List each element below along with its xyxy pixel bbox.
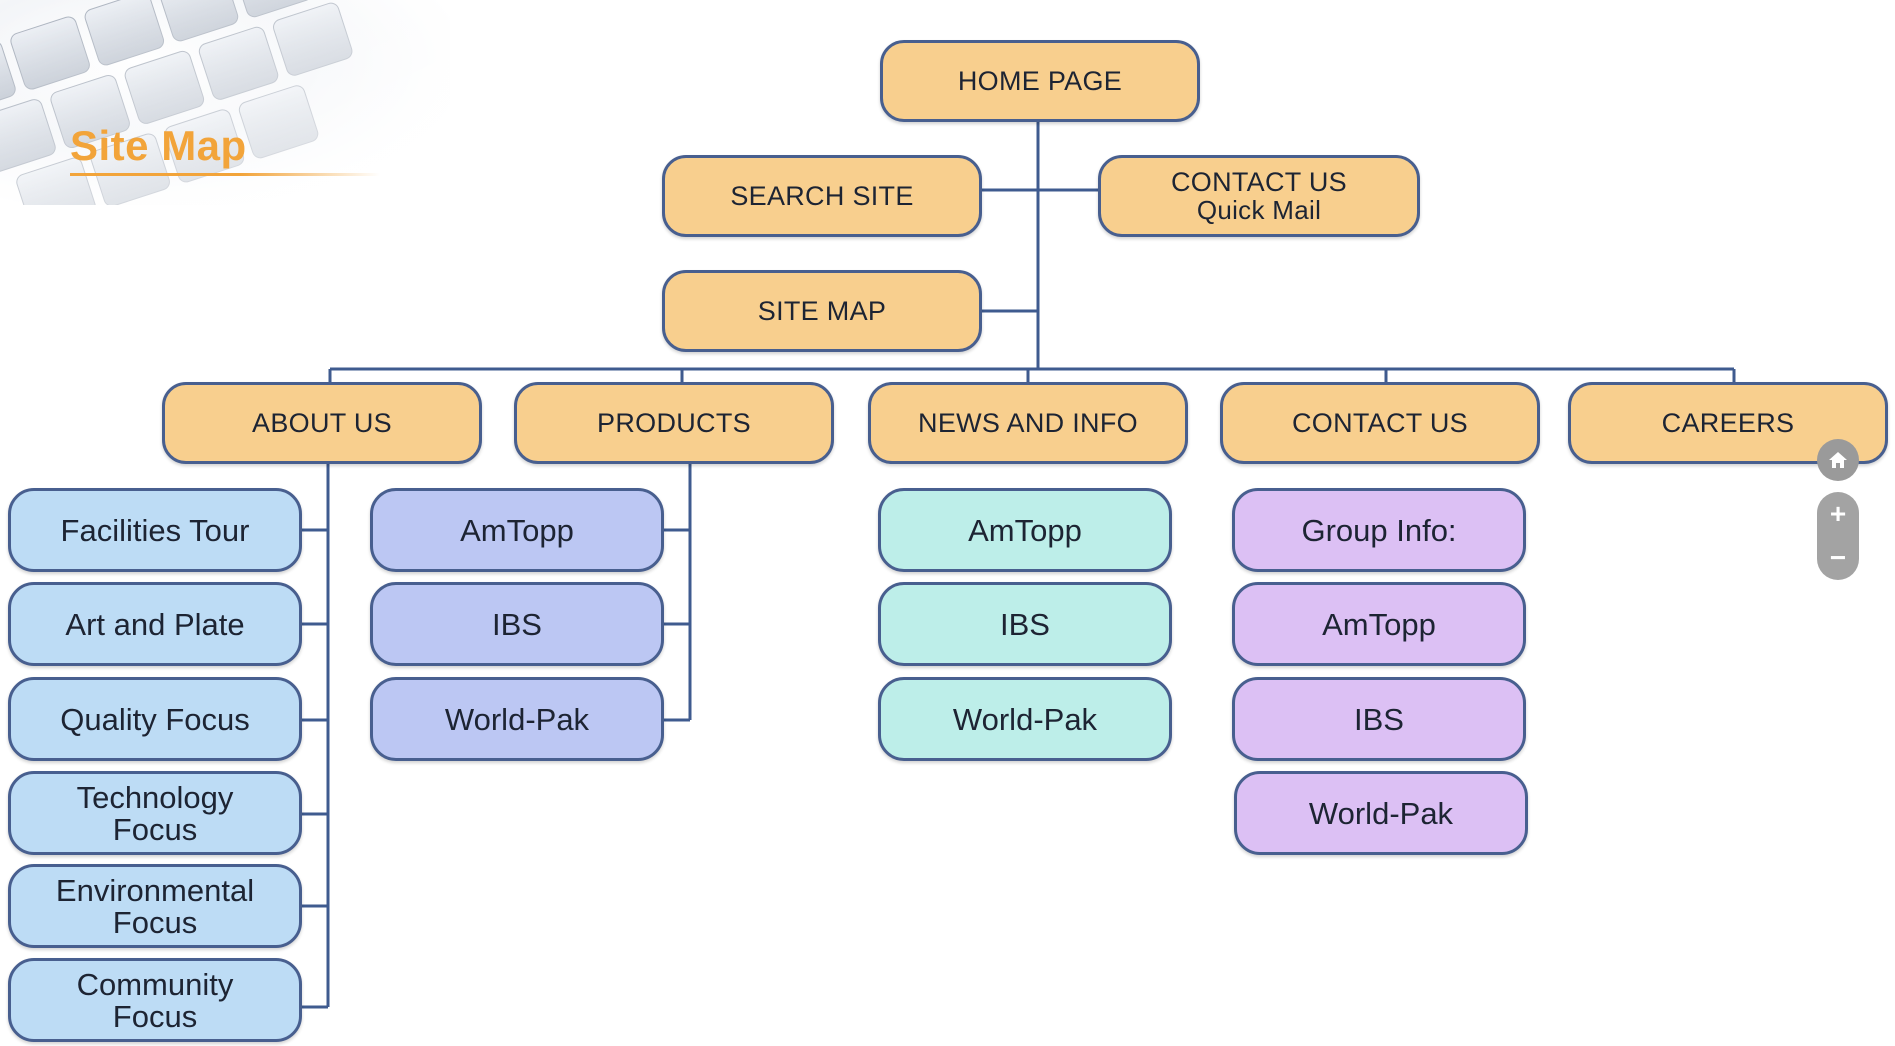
site-map-node[interactable]: SITE MAP xyxy=(662,270,982,352)
products-ibs-node[interactable]: IBS xyxy=(370,582,664,666)
home-icon xyxy=(1829,452,1847,468)
environmental-focus-node[interactable]: Environmental Focus xyxy=(8,864,302,948)
home-page-label: HOME PAGE xyxy=(957,65,1123,96)
community-label: Community xyxy=(76,966,234,1002)
quality-focus-label: Quality Focus xyxy=(60,701,250,737)
products-amtopp-label: AmTopp xyxy=(460,512,574,548)
facilities-tour-node[interactable]: Facilities Tour xyxy=(8,488,302,572)
products-label: PRODUCTS xyxy=(597,407,751,438)
news-ibs-node[interactable]: IBS xyxy=(878,582,1172,666)
products-ibs-label: IBS xyxy=(492,606,542,642)
art-and-plate-label: Art and Plate xyxy=(65,606,245,642)
home-page-node[interactable]: HOME PAGE xyxy=(880,40,1200,122)
contact-group-info-label: Group Info: xyxy=(1301,512,1457,548)
zoom-controls: + − xyxy=(1817,492,1859,580)
community-focus-node[interactable]: Community Focus xyxy=(8,958,302,1042)
zoom-out-button[interactable]: − xyxy=(1829,542,1847,573)
news-and-info-label: NEWS AND INFO xyxy=(918,407,1138,438)
technology-focus-node[interactable]: Technology Focus xyxy=(8,771,302,855)
products-world-pak-node[interactable]: World-Pak xyxy=(370,677,664,761)
about-us-label: ABOUT US xyxy=(252,407,392,438)
news-world-pak-label: World-Pak xyxy=(952,701,1098,737)
environmental-label: Environmental xyxy=(55,872,255,908)
search-site-label: SEARCH SITE xyxy=(730,180,914,211)
contact-ibs-node[interactable]: IBS xyxy=(1232,677,1526,761)
facilities-tour-label: Facilities Tour xyxy=(60,512,250,548)
news-and-info-node[interactable]: NEWS AND INFO xyxy=(868,382,1188,464)
site-map-label: SITE MAP xyxy=(757,295,887,326)
page-title: Site Map xyxy=(70,122,247,169)
contact-us-label: CONTACT US xyxy=(1170,167,1347,197)
contact-us-section-label: CONTACT US xyxy=(1291,407,1468,438)
search-site-node[interactable]: SEARCH SITE xyxy=(662,155,982,237)
contact-ibs-label: IBS xyxy=(1354,701,1404,737)
technology-label: Technology xyxy=(76,779,234,815)
careers-label: CAREERS xyxy=(1661,407,1795,438)
title-underline xyxy=(70,173,380,176)
products-world-pak-label: World-Pak xyxy=(444,701,590,737)
technology-focus-label: Focus xyxy=(112,811,198,847)
contact-amtopp-node[interactable]: AmTopp xyxy=(1232,582,1526,666)
contact-world-pak-node[interactable]: World-Pak xyxy=(1234,771,1528,855)
news-amtopp-label: AmTopp xyxy=(968,512,1082,548)
header-keyboard-image: Site Map xyxy=(0,0,450,205)
environmental-focus-label: Focus xyxy=(112,904,198,940)
quality-focus-node[interactable]: Quality Focus xyxy=(8,677,302,761)
about-us-node[interactable]: ABOUT US xyxy=(162,382,482,464)
contact-us-node[interactable]: CONTACT US xyxy=(1220,382,1540,464)
products-node[interactable]: PRODUCTS xyxy=(514,382,834,464)
contact-us-quick-mail-node[interactable]: CONTACT US Quick Mail xyxy=(1098,155,1420,237)
contact-group-info-node[interactable]: Group Info: xyxy=(1232,488,1526,572)
news-ibs-label: IBS xyxy=(1000,606,1050,642)
home-view-button[interactable] xyxy=(1817,439,1859,481)
quick-mail-label: Quick Mail xyxy=(1196,195,1322,225)
contact-amtopp-label: AmTopp xyxy=(1322,606,1436,642)
zoom-in-button[interactable]: + xyxy=(1829,498,1847,529)
news-world-pak-node[interactable]: World-Pak xyxy=(878,677,1172,761)
community-focus-label: Focus xyxy=(112,998,198,1034)
contact-world-pak-label: World-Pak xyxy=(1308,795,1454,831)
art-and-plate-node[interactable]: Art and Plate xyxy=(8,582,302,666)
news-amtopp-node[interactable]: AmTopp xyxy=(878,488,1172,572)
keyboard-graphic xyxy=(0,0,450,205)
products-amtopp-node[interactable]: AmTopp xyxy=(370,488,664,572)
